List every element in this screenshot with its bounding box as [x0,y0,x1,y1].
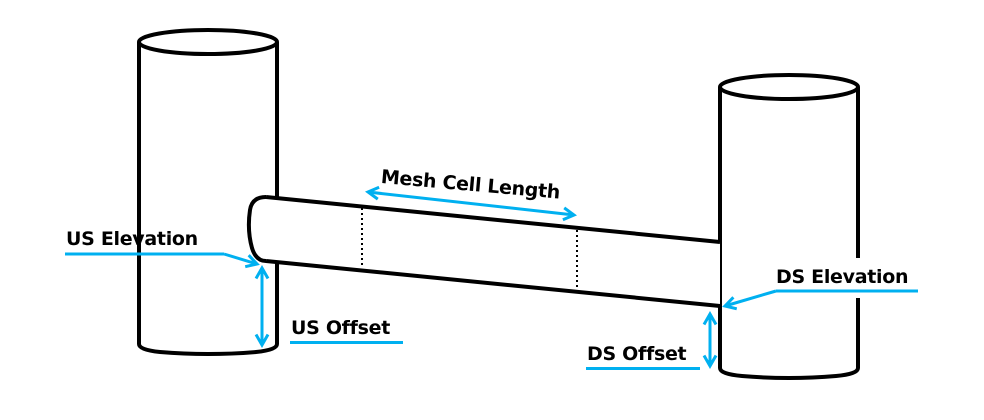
us-offset-label: US Offset [291,317,390,339]
us-offset-underline [290,341,403,344]
pipe-upstream-end-cap [246,195,267,263]
downstream-manhole-top [718,73,860,101]
us-elevation-arrow [223,252,260,269]
downstream-manhole-bottom [718,367,860,380]
us-elevation-label: US Elevation [66,228,198,250]
upstream-manhole-bottom [137,343,279,356]
ds-elevation-arrow [722,289,777,311]
mesh-cell-length-arrow [364,185,578,222]
ds-elevation-label: DS Elevation [776,266,909,288]
downstream-manhole [718,73,860,380]
ds-offset-underline [586,367,700,370]
pipe-body-fill [266,197,720,306]
culvert-pipe [246,195,721,308]
upstream-manhole [137,28,279,356]
upstream-manhole-top [137,28,279,56]
ds-offset-label: DS Offset [587,343,687,365]
pipe-bottom-edge [265,259,721,308]
annotations [65,185,918,370]
